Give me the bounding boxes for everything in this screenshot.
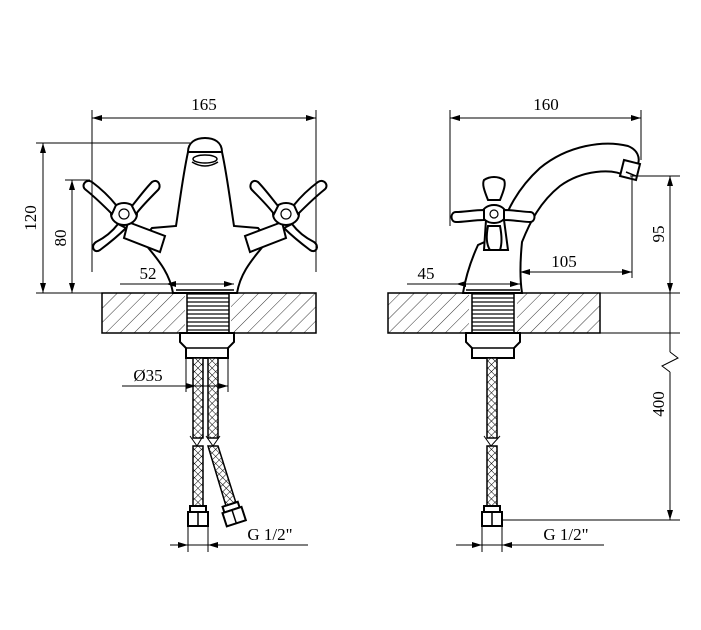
dim-overall-width-front: 165 bbox=[91, 95, 317, 272]
label-105: 105 bbox=[551, 252, 577, 271]
label-d35: Ø35 bbox=[133, 366, 162, 385]
dim-base-width-front: 52 bbox=[120, 264, 234, 287]
label-95: 95 bbox=[649, 226, 668, 243]
label-52: 52 bbox=[140, 264, 157, 283]
supply-hoses-front bbox=[187, 357, 248, 528]
supply-hose-side bbox=[481, 357, 503, 527]
left-cross-handle-front bbox=[82, 180, 167, 254]
dim-handle-height-front: 80 bbox=[51, 179, 90, 293]
mounting-nut-front bbox=[179, 332, 235, 359]
label-400: 400 bbox=[649, 391, 668, 417]
dim-overall-length-side: 160 bbox=[449, 95, 642, 226]
label-45: 45 bbox=[418, 264, 435, 283]
label-120: 120 bbox=[21, 205, 40, 231]
side-view: 160 95 105 45 bbox=[387, 95, 680, 552]
countertop-section-front bbox=[101, 292, 317, 336]
mounting-nut-side bbox=[465, 332, 521, 359]
dim-overall-height-front: 120 bbox=[21, 142, 190, 294]
dim-body-offset-side: 45 bbox=[407, 264, 520, 287]
label-g12-front: G 1/2" bbox=[247, 525, 292, 544]
faucet-body-front bbox=[140, 136, 270, 294]
dim-thread-side: G 1/2" bbox=[456, 525, 604, 552]
dim-tail-diameter-front: Ø35 bbox=[122, 358, 229, 392]
label-160: 160 bbox=[533, 95, 559, 114]
cross-handle-side bbox=[450, 176, 536, 251]
dim-spout-height-side: 95 bbox=[600, 175, 680, 294]
countertop-section-side bbox=[387, 292, 601, 336]
label-g12-side: G 1/2" bbox=[543, 525, 588, 544]
dim-thread-front: G 1/2" bbox=[170, 525, 308, 552]
label-80: 80 bbox=[51, 230, 70, 247]
front-view: 165 120 80 52 bbox=[21, 95, 328, 552]
label-165: 165 bbox=[191, 95, 217, 114]
dim-hose-length-side: 400 bbox=[502, 293, 680, 521]
right-cross-handle-front bbox=[243, 180, 328, 254]
dim-spout-reach-side: 105 bbox=[520, 176, 633, 278]
